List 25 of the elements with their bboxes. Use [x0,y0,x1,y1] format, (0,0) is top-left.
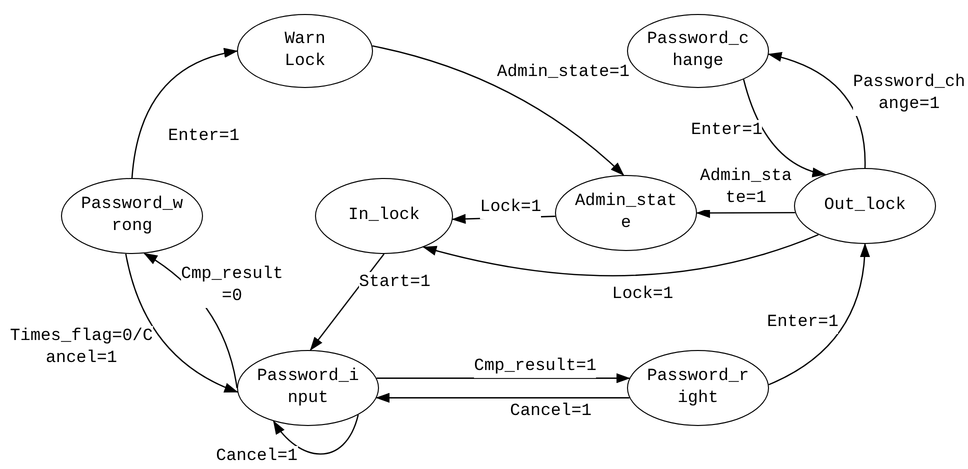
edge-label: Password_change=1 [853,72,966,116]
state-name: Admin_state [574,191,677,235]
edge-label: Lock=1 [480,197,542,219]
state-name: In_lock [347,205,421,227]
edge-label: Cmp_result=0 [181,264,284,308]
transition-arrow [768,52,866,168]
transition-arrow [768,243,870,386]
state-name: Password_wrong [80,194,183,238]
transition-arrow [376,392,630,403]
edge-label: Admin_state=1 [700,166,792,210]
transition-arrow [376,373,630,384]
state-name: Password_input [256,366,359,410]
transition-arrow [125,254,238,393]
state-name: Password_right [646,366,749,410]
transition-arrow [742,79,826,177]
transition-arrow [131,48,238,178]
transition-arrow [696,208,796,218]
state-name: Warn Lock [284,29,326,73]
edge-label: Enter=1 [767,312,838,334]
transition-arrow [273,414,359,455]
state-name: Out_lock [823,195,907,217]
edge-label: Cmp_result=1 [474,356,596,378]
transition-arrow [372,45,624,176]
transition-arrow [422,234,819,276]
state-name: Password_change [646,29,749,73]
